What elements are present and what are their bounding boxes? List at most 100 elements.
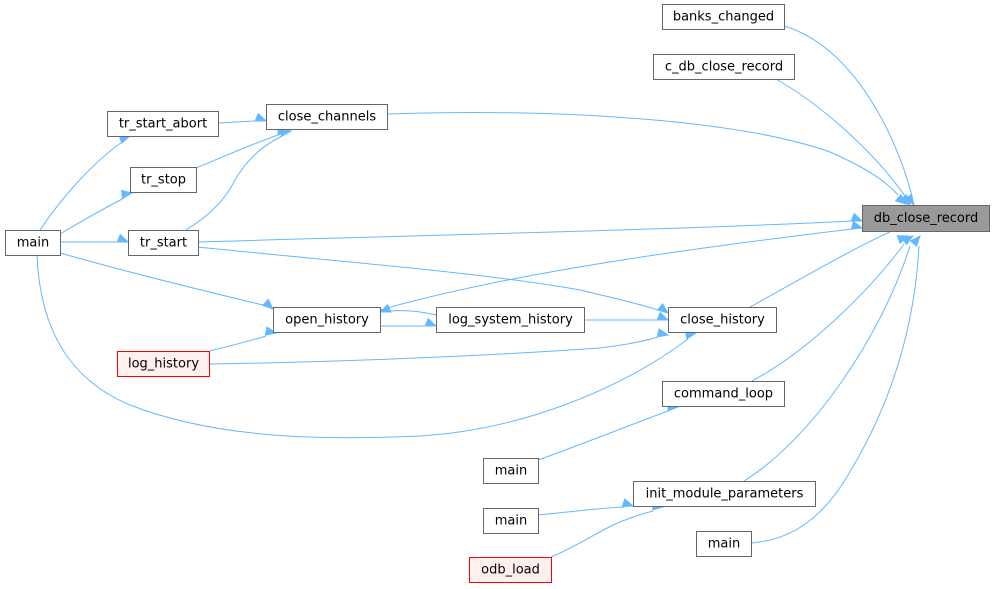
node-db-close-record[interactable]: db_close_record <box>862 205 990 232</box>
node-odb-load[interactable]: odb_load <box>469 557 552 583</box>
node-label: tr_stop <box>141 173 186 188</box>
node-log-system-history[interactable]: log_system_history <box>436 307 585 333</box>
edge-banks_changed-to-db_close_record <box>783 25 915 207</box>
edge-line <box>379 228 853 311</box>
arrow-head-icon <box>262 298 275 310</box>
node-init-module-parameters[interactable]: init_module_parameters <box>633 481 816 507</box>
node-label: odb_load <box>481 563 540 578</box>
node-log-history[interactable]: log_history <box>117 351 210 377</box>
edge-log_history-to-close_history <box>208 328 670 365</box>
arrow-head-icon <box>894 193 908 205</box>
node-c-db-close-record[interactable]: c_db_close_record <box>653 54 795 80</box>
edge-line <box>217 120 257 124</box>
node-label: tr_start_abort <box>119 117 207 132</box>
edge-line <box>185 135 283 231</box>
node-tr-start[interactable]: tr_start <box>128 230 199 256</box>
node-tr-start-abort[interactable]: tr_start_abort <box>107 111 219 137</box>
node-box <box>436 307 585 333</box>
node-box <box>662 4 785 30</box>
node-box <box>653 54 795 80</box>
edge-line <box>197 246 659 311</box>
edge-main_left-to-close_history <box>36 254 698 439</box>
edge-line <box>750 245 920 544</box>
node-open-history[interactable]: open_history <box>273 307 381 333</box>
node-label: init_module_parameters <box>646 487 804 502</box>
node-label: close_history <box>680 313 765 328</box>
edge-line <box>59 252 264 306</box>
node-main-right[interactable]: main <box>696 531 752 557</box>
node-banks-changed[interactable]: banks_changed <box>662 4 785 30</box>
node-label: banks_changed <box>673 10 774 25</box>
edge-tr_start-to-close_history <box>197 246 670 314</box>
edge-tr_start_abort-to-close_channels <box>217 112 268 124</box>
edge-main_init-to-init_module_parameters <box>537 498 635 516</box>
edge-line <box>386 112 899 196</box>
arrow-head-icon <box>901 235 915 246</box>
edge-line <box>197 220 853 243</box>
edge-main_left-to-tr_stop <box>59 189 134 235</box>
node-label: command_loop <box>674 387 773 402</box>
arrow-head-icon <box>116 233 130 243</box>
arrow-head-icon <box>378 303 392 313</box>
edge-line <box>59 197 125 235</box>
edge-line <box>208 336 659 365</box>
node-label: main <box>708 537 740 552</box>
edge-line <box>39 141 123 231</box>
node-box <box>273 307 381 333</box>
node-close-channels[interactable]: close_channels <box>266 104 388 130</box>
node-box <box>469 557 552 583</box>
arrow-head-icon <box>120 189 134 200</box>
node-command-loop[interactable]: command_loop <box>662 381 785 407</box>
edge-close_channels-to-db_close_record <box>386 112 908 205</box>
arrow-head-icon <box>909 234 921 248</box>
arrow-head-icon <box>621 498 635 508</box>
edge-main_right-to-db_close_record <box>750 234 921 544</box>
edge-line <box>208 335 267 352</box>
node-label: open_history <box>285 313 369 328</box>
node-label: tr_start <box>140 236 187 251</box>
node-main-cmd[interactable]: main <box>483 458 539 484</box>
edge-odb_load-to-init_module_parameters <box>550 501 665 558</box>
node-close-history[interactable]: close_history <box>668 307 777 333</box>
edge-main_left-to-open_history <box>59 252 275 310</box>
node-label: main <box>495 464 527 479</box>
node-label: log_system_history <box>448 313 573 328</box>
edge-line <box>537 506 625 516</box>
node-box <box>107 111 219 137</box>
node-label: db_close_record <box>874 211 979 226</box>
node-box <box>5 230 61 256</box>
arrow-head-icon <box>254 112 268 122</box>
arrow-head-icon <box>850 220 864 230</box>
nodes-layer: banks_changed c_db_close_record close_chan… <box>5 4 990 583</box>
node-box <box>483 508 539 534</box>
edge-line <box>537 410 669 461</box>
node-tr-stop[interactable]: tr_stop <box>130 167 197 193</box>
node-label: main <box>495 514 527 529</box>
edge-line <box>550 510 654 558</box>
node-label: close_channels <box>278 110 376 125</box>
node-box <box>128 230 199 256</box>
arrow-head-icon <box>656 302 670 314</box>
node-box <box>662 381 785 407</box>
edge-line <box>36 254 689 439</box>
arrow-head-icon <box>850 212 864 222</box>
edge-line <box>743 245 911 482</box>
edge-line <box>783 25 913 197</box>
node-main-init[interactable]: main <box>483 508 539 534</box>
edge-init_module_parameters-to-db_close_record <box>743 235 915 482</box>
edge-main_left-to-tr_start_abort <box>39 134 132 231</box>
node-label: main <box>17 236 49 251</box>
node-box <box>668 307 777 333</box>
arrow-head-icon <box>656 311 670 321</box>
edge-line <box>389 310 437 316</box>
node-main-left[interactable]: main <box>5 230 61 256</box>
edge-line <box>195 134 279 169</box>
edge-log_history-to-open_history <box>208 326 278 352</box>
edge-tr_start-to-close_channels <box>185 127 293 231</box>
edge-open_history-to-log_system_history <box>380 317 438 327</box>
node-label: c_db_close_record <box>665 60 783 75</box>
node-box <box>117 351 210 377</box>
arrow-head-icon <box>904 193 915 207</box>
arrow-head-icon <box>656 328 670 338</box>
